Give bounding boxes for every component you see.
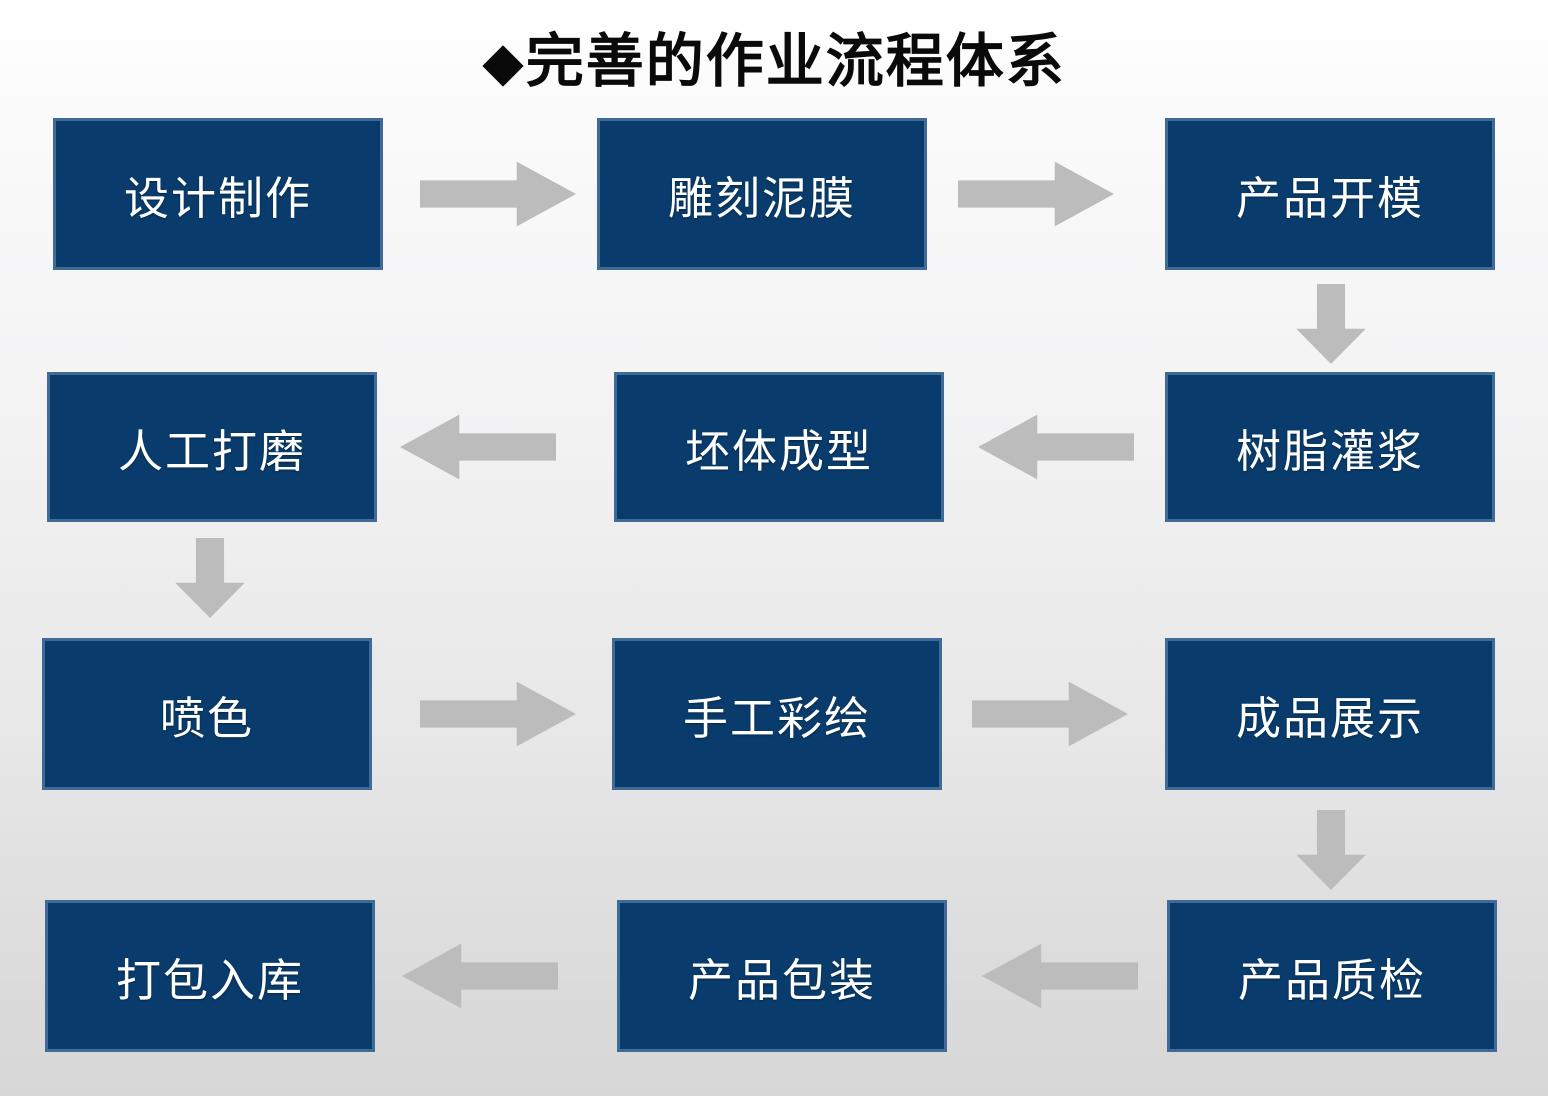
flow-step-spray: 喷色 — [42, 638, 372, 790]
arrow-down-icon — [1296, 810, 1366, 890]
page-title: ◆完善的作业流程体系 — [0, 14, 1548, 98]
arrow-left-icon — [982, 943, 1138, 1009]
arrow-down-icon — [1296, 284, 1366, 364]
page-title-text: 完善的作业流程体系 — [525, 29, 1066, 94]
arrow-right-icon — [420, 161, 576, 227]
flow-step-package: 产品包装 — [617, 900, 947, 1052]
flow-step-label: 打包入库 — [115, 954, 304, 1006]
diamond-icon: ◆ — [482, 32, 526, 92]
flow-step-label: 手工彩绘 — [682, 692, 871, 744]
flow-step-handpaint: 手工彩绘 — [612, 638, 942, 790]
flow-step-label: 雕刻泥膜 — [667, 172, 856, 224]
flow-step-label: 坯体成型 — [684, 425, 873, 477]
flow-step-blank-form: 坯体成型 — [614, 372, 944, 522]
flow-step-label: 人工打磨 — [117, 425, 306, 477]
flow-step-label: 树脂灌浆 — [1235, 425, 1424, 477]
flow-step-qc: 产品质检 — [1167, 900, 1497, 1052]
arrow-right-icon — [972, 681, 1128, 747]
arrow-left-icon — [402, 943, 558, 1009]
arrow-right-icon — [958, 161, 1114, 227]
flow-step-label: 喷色 — [159, 692, 254, 744]
flow-step-polish: 人工打磨 — [47, 372, 377, 522]
flow-step-label: 产品包装 — [687, 954, 876, 1006]
flow-step-warehouse: 打包入库 — [45, 900, 375, 1052]
arrow-left-icon — [400, 414, 556, 480]
flow-step-design: 设计制作 — [53, 118, 383, 270]
flow-step-label: 成品展示 — [1235, 692, 1424, 744]
flow-step-label: 产品质检 — [1237, 954, 1426, 1006]
flow-step-resin-pour: 树脂灌浆 — [1165, 372, 1495, 522]
flow-step-label: 设计制作 — [123, 172, 312, 224]
flow-step-showcase: 成品展示 — [1165, 638, 1495, 790]
arrow-down-icon — [175, 538, 245, 618]
arrow-left-icon — [978, 414, 1134, 480]
flow-step-label: 产品开模 — [1235, 172, 1424, 224]
flow-step-mold: 产品开模 — [1165, 118, 1495, 270]
flow-step-sculpt: 雕刻泥膜 — [597, 118, 927, 270]
arrow-right-icon — [420, 681, 576, 747]
